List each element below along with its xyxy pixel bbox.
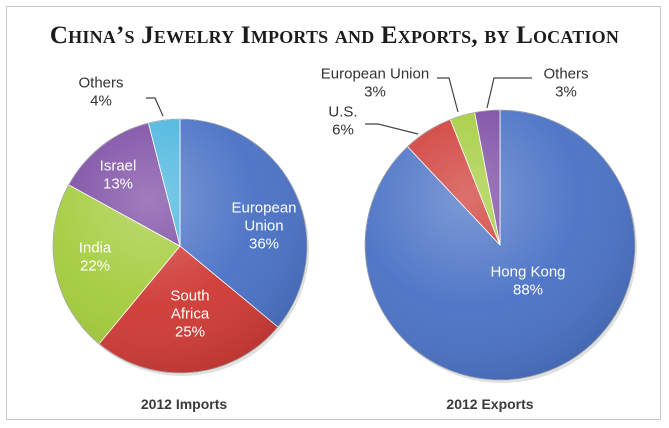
exports-pie-gloss xyxy=(364,109,636,381)
imports-pie-gloss xyxy=(52,118,308,374)
exports-leader-others xyxy=(486,77,532,109)
chart-title: China’s Jewelry Imports and Exports, by … xyxy=(49,22,620,49)
imports-leader-others xyxy=(146,97,164,117)
imports-caption: 2012 Imports xyxy=(141,396,228,412)
exports-caption: 2012 Exports xyxy=(446,396,533,412)
exports-label-u-s: U.S.6% xyxy=(328,103,357,138)
exports-leader-u-s xyxy=(365,123,419,135)
exports-leader-european-union xyxy=(437,77,459,113)
